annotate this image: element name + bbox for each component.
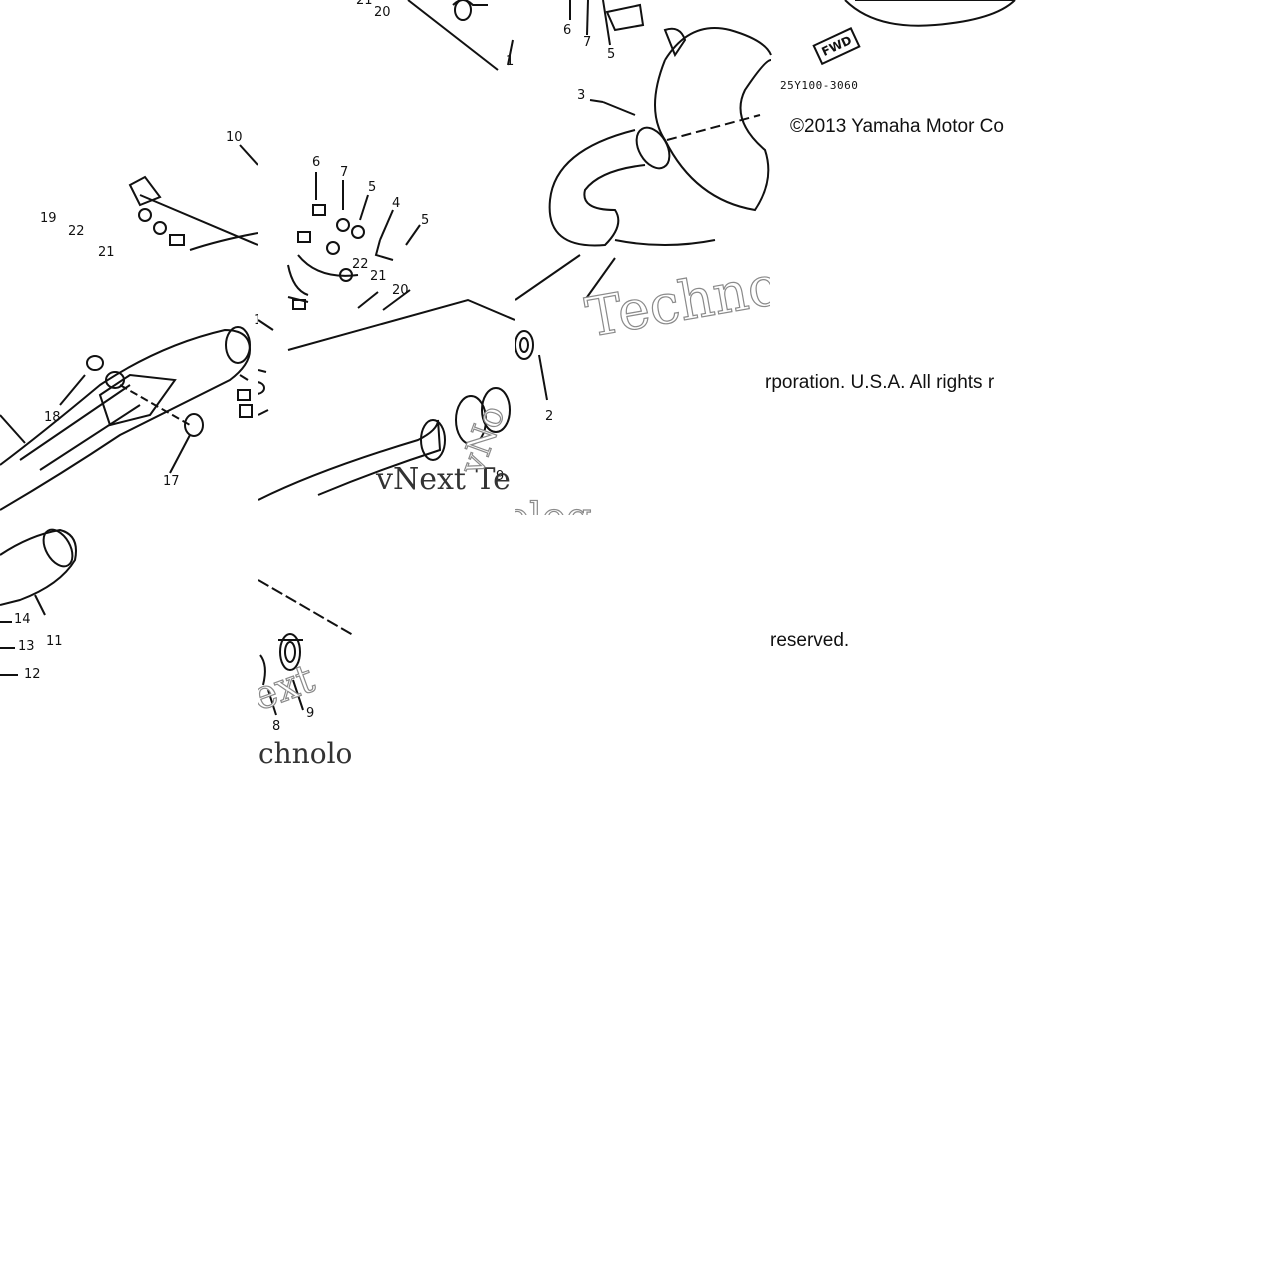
diagram-tile-copyright-bottom: reserved. [770, 515, 1028, 772]
diagram-tile-bottom-left: 14 13 11 12 [0, 515, 258, 685]
callout-4: 4 [392, 196, 401, 211]
diagram-tile-left: 10 19 22 21 16 15 18 17 [0, 125, 258, 515]
copyright-line-2: rporation. U.S.A. All rights r [765, 372, 995, 393]
watermark-olog: olog [515, 494, 592, 515]
watermark-vnext: vNext Te [376, 462, 511, 497]
callout-3: 3 [577, 88, 586, 103]
callout-10: 10 [226, 130, 243, 145]
callout-8: 8 [272, 719, 281, 734]
callout-2: 2 [545, 409, 554, 424]
callout-21: 21 [370, 269, 387, 284]
callout-5: 5 [607, 47, 616, 62]
clamp-drawing [258, 579, 354, 716]
copyright-line-1: ©2013 Yamaha Motor Co [790, 116, 1004, 137]
callout-21-top: 21 [356, 0, 373, 8]
callout-18: 18 [44, 410, 61, 425]
callout-11: 11 [46, 634, 63, 649]
callout-14: 14 [14, 612, 31, 627]
callout-20: 20 [392, 283, 409, 298]
callout-9-lower: 9 [306, 706, 315, 721]
callout-21b: 21 [98, 245, 115, 260]
callout-6b: 6 [312, 155, 321, 170]
watermark-chnolo: chnolo [258, 737, 353, 770]
callout-17: 17 [163, 474, 180, 489]
muffler-end-drawing [0, 528, 77, 676]
callout-1: 1 [506, 54, 515, 69]
part-number: 25Y100-3060 [780, 79, 859, 92]
callout-22: 22 [352, 257, 369, 272]
diagram-tile-top-middle: 21 20 1 6 7 5 4 5 22 21 20 9 vNext Te vN… [258, 0, 515, 515]
callout-15: 15 [254, 314, 258, 327]
callout-7: 7 [583, 35, 592, 50]
diagram-tile-blank [770, 140, 1028, 360]
silencer-drawing [0, 144, 258, 511]
callout-22b: 22 [68, 224, 85, 239]
callout-6: 6 [563, 23, 572, 38]
exhaust-pipe-drawing [515, 0, 1016, 401]
callout-12: 12 [24, 667, 41, 682]
muffler-bracket-drawing [258, 0, 515, 501]
diagram-tile-bottom-middle: ext 8 9 chnolo [258, 515, 363, 772]
callout-19: 19 [40, 211, 57, 226]
callout-9-upper: 9 [496, 469, 505, 484]
callout-16: 16 [257, 287, 258, 300]
callout-13: 13 [18, 639, 35, 654]
callout-7b: 7 [340, 165, 349, 180]
callout-5b: 5 [368, 180, 377, 195]
copyright-line-3: reserved. [770, 630, 850, 651]
callout-20-top: 20 [374, 5, 391, 20]
callout-5c: 5 [421, 213, 430, 228]
